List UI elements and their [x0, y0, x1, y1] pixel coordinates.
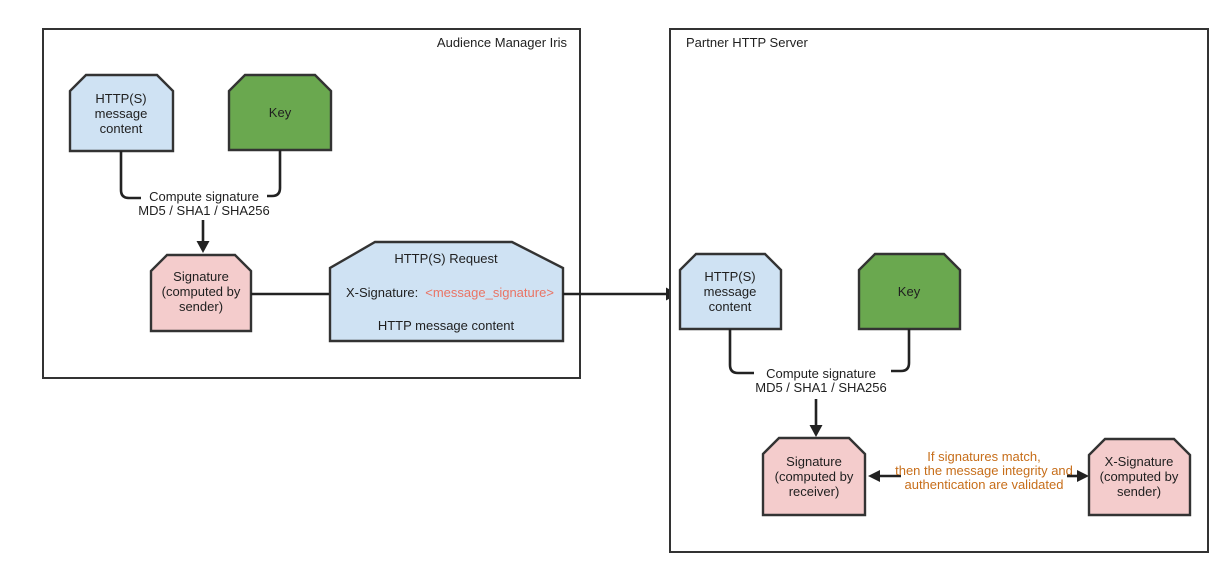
match-note-line3: authentication are validated — [904, 477, 1063, 492]
match-note-line2: then the message integrity and — [895, 463, 1073, 478]
compute-signature-receiver-line2: MD5 / SHA1 / SHA256 — [755, 380, 887, 395]
arrowhead-right-to-x-signature — [1077, 470, 1089, 482]
key-shape-sender: Key — [227, 73, 333, 152]
key-receiver-label: Key — [898, 284, 921, 299]
card-shape — [857, 252, 962, 331]
x-signature-shape: X-Signature (computed by sender) — [1087, 437, 1192, 517]
compute-signature-receiver-line1: Compute signature — [766, 366, 876, 381]
audience-manager-title: Audience Manager Iris — [437, 35, 568, 50]
http-request-shape: HTTP(S) Request X-Signature: <message_sig… — [328, 240, 565, 343]
arrowhead-down-receiver — [809, 425, 823, 437]
match-note-line1: If signatures match, — [927, 449, 1040, 464]
signature-receiver-line3: receiver) — [789, 484, 840, 499]
card-shape — [678, 252, 783, 331]
x-signature-header-label: X-Signature: — [346, 285, 418, 300]
http-message-sender-line2: message — [95, 106, 148, 121]
arrowhead-down-sender — [196, 241, 210, 253]
compute-signature-sender-line1: Compute signature — [149, 189, 259, 204]
connector-message-to-compute-receiver — [728, 329, 754, 375]
compute-signature-sender-line2: MD5 / SHA1 / SHA256 — [138, 203, 270, 218]
connector-key-to-compute-sender — [267, 150, 282, 198]
connector-message-to-compute-sender — [119, 151, 141, 200]
http-message-shape-sender: HTTP(S) message content — [68, 73, 175, 153]
http-request-line2: X-Signature: <message_signature> — [346, 285, 554, 300]
http-message-sender-line1: HTTP(S) — [95, 91, 146, 106]
http-message-sender-line3: content — [100, 121, 143, 136]
x-signature-line3: sender) — [1117, 484, 1161, 499]
x-signature-header-value: <message_signature> — [425, 285, 554, 300]
http-message-receiver-line2: message — [704, 284, 757, 299]
x-signature-line2: (computed by — [1100, 469, 1179, 484]
http-message-receiver-line3: content — [709, 299, 752, 314]
signature-receiver-line1: Signature — [786, 454, 842, 469]
signature-sender-line1: Signature — [173, 269, 229, 284]
connector-key-to-compute-receiver — [891, 329, 911, 373]
card-shape — [761, 436, 867, 517]
key-shape-receiver: Key — [857, 252, 962, 331]
card-shape — [227, 73, 333, 152]
card-shape — [1087, 437, 1192, 517]
signature-sender-line2: (computed by — [162, 284, 241, 299]
signature-receiver-line2: (computed by — [775, 469, 854, 484]
signature-shape-sender: Signature (computed by sender) — [149, 253, 253, 333]
signature-sender-line3: sender) — [179, 299, 223, 314]
card-shape — [328, 240, 565, 343]
key-sender-label: Key — [269, 105, 292, 120]
signature-shape-receiver: Signature (computed by receiver) — [761, 436, 867, 517]
arrowhead-left-to-signature — [868, 470, 880, 482]
partner-server-box: Partner HTTP Server HTTP(S) message cont… — [669, 28, 1209, 553]
x-signature-line1: X-Signature — [1105, 454, 1174, 469]
audience-manager-box: Audience Manager Iris HTTP(S) message co… — [42, 28, 581, 379]
http-request-line1: HTTP(S) Request — [394, 251, 498, 266]
card-shape — [149, 253, 253, 333]
http-message-receiver-line1: HTTP(S) — [704, 269, 755, 284]
http-message-shape-receiver: HTTP(S) message content — [678, 252, 783, 331]
http-request-line3: HTTP message content — [378, 318, 515, 333]
partner-server-title: Partner HTTP Server — [686, 35, 809, 50]
card-shape — [68, 73, 175, 153]
